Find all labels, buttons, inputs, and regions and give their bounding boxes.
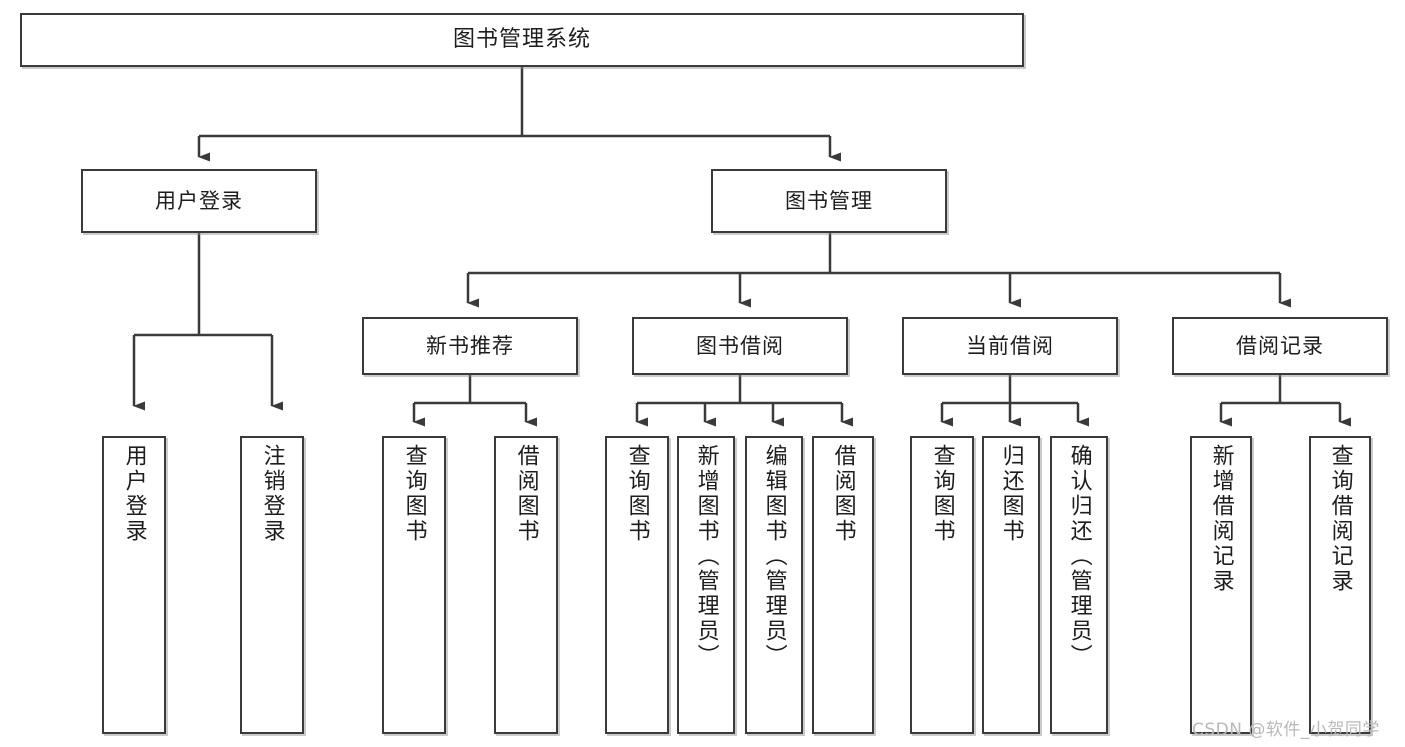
node-book-borrow[interactable]: 图书借阅 <box>632 317 848 375</box>
node-label: 新增借阅记录 <box>1208 444 1234 594</box>
leaf-query-book-recommend[interactable]: 查询图书 <box>382 436 446 734</box>
watermark-text: CSDN @软件_小贺同学 <box>1192 720 1380 740</box>
leaf-add-borrow-record[interactable]: 新增借阅记录 <box>1190 436 1252 734</box>
leaf-borrow-book-recommend[interactable]: 借阅图书 <box>494 436 558 734</box>
node-current-borrow[interactable]: 当前借阅 <box>902 317 1118 375</box>
node-label: 用户登录 <box>155 188 243 213</box>
node-label: 确认归还（管理员） <box>1066 444 1092 669</box>
leaf-logout-login[interactable]: 注销登录 <box>240 436 304 734</box>
leaf-edit-book-admin[interactable]: 编辑图书（管理员） <box>745 436 803 734</box>
leaf-add-book-admin[interactable]: 新增图书（管理员） <box>677 436 735 734</box>
node-label: 借阅图书 <box>830 444 856 544</box>
leaf-user-login[interactable]: 用户登录 <box>102 436 166 734</box>
node-label: 图书借阅 <box>696 333 784 358</box>
node-label: 用户登录 <box>121 444 147 544</box>
node-label: 查询图书 <box>929 444 955 544</box>
node-label: 编辑图书（管理员） <box>761 444 787 669</box>
node-label: 查询图书 <box>401 444 427 544</box>
leaf-query-borrow-record[interactable]: 查询借阅记录 <box>1309 436 1371 734</box>
node-user-login[interactable]: 用户登录 <box>81 169 317 233</box>
node-label: 新增图书（管理员） <box>693 444 719 669</box>
node-book-management[interactable]: 图书管理 <box>711 169 947 233</box>
node-label: 图书管理系统 <box>452 27 591 53</box>
node-borrow-record[interactable]: 借阅记录 <box>1172 317 1388 375</box>
node-label: 借阅图书 <box>513 444 539 544</box>
leaf-query-book-current[interactable]: 查询图书 <box>910 436 974 734</box>
node-label: 借阅记录 <box>1236 333 1324 358</box>
leaf-confirm-return-admin[interactable]: 确认归还（管理员） <box>1050 436 1108 734</box>
node-label: 归还图书 <box>998 444 1024 544</box>
node-label: 图书管理 <box>785 188 873 213</box>
node-root-system[interactable]: 图书管理系统 <box>20 13 1024 67</box>
node-label: 查询借阅记录 <box>1327 444 1353 594</box>
node-label: 当前借阅 <box>966 333 1054 358</box>
node-new-book-recommend[interactable]: 新书推荐 <box>362 317 578 375</box>
node-label: 查询图书 <box>624 444 650 544</box>
leaf-borrow-book[interactable]: 借阅图书 <box>812 436 874 734</box>
node-label: 注销登录 <box>259 444 285 544</box>
node-label: 新书推荐 <box>426 333 514 358</box>
leaf-query-book-borrow[interactable]: 查询图书 <box>605 436 669 734</box>
leaf-return-book[interactable]: 归还图书 <box>982 436 1040 734</box>
